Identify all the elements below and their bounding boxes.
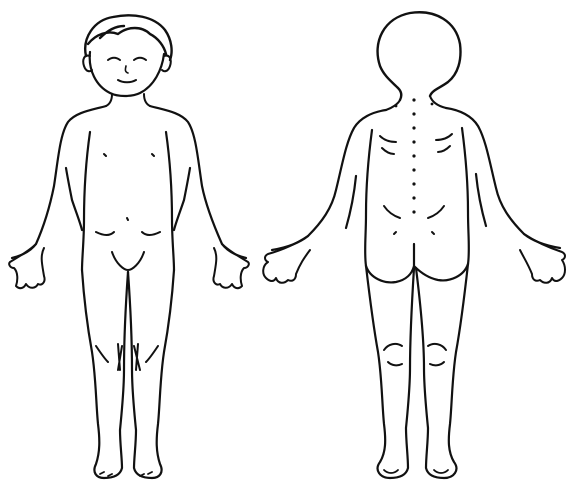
back-head bbox=[378, 12, 461, 100]
back-hand-left bbox=[263, 236, 310, 283]
front-feet bbox=[100, 472, 152, 476]
back-knees bbox=[384, 344, 446, 365]
front-eye-right bbox=[134, 58, 146, 60]
front-hair bbox=[85, 15, 171, 60]
front-face bbox=[90, 52, 164, 96]
front-hand-left bbox=[9, 244, 44, 288]
front-body-left bbox=[12, 106, 106, 258]
back-scapula-left bbox=[380, 136, 396, 154]
front-nose bbox=[125, 66, 128, 73]
front-hand-right bbox=[213, 244, 248, 288]
front-eye-left bbox=[108, 58, 120, 60]
front-body-right bbox=[150, 106, 246, 258]
front-mouth bbox=[118, 80, 136, 82]
front-leg-left bbox=[82, 270, 128, 478]
back-scapula-right bbox=[436, 134, 452, 152]
front-torso-sides bbox=[82, 132, 174, 270]
back-spine bbox=[395, 98, 434, 213]
front-navel bbox=[127, 218, 128, 220]
front-knees bbox=[96, 344, 158, 370]
back-waist-marks bbox=[384, 206, 444, 234]
back-heels bbox=[384, 470, 448, 473]
front-view-figure bbox=[9, 15, 249, 478]
back-neck bbox=[386, 96, 446, 110]
back-leg-left bbox=[366, 266, 414, 478]
front-groin bbox=[96, 232, 160, 270]
back-torso-sides bbox=[365, 128, 469, 266]
back-view-figure bbox=[263, 12, 565, 478]
back-leg-right bbox=[416, 264, 468, 478]
front-nipples bbox=[104, 154, 154, 156]
back-arm-left bbox=[272, 110, 386, 250]
back-hand-right bbox=[520, 234, 565, 283]
front-leg-right bbox=[128, 270, 174, 478]
